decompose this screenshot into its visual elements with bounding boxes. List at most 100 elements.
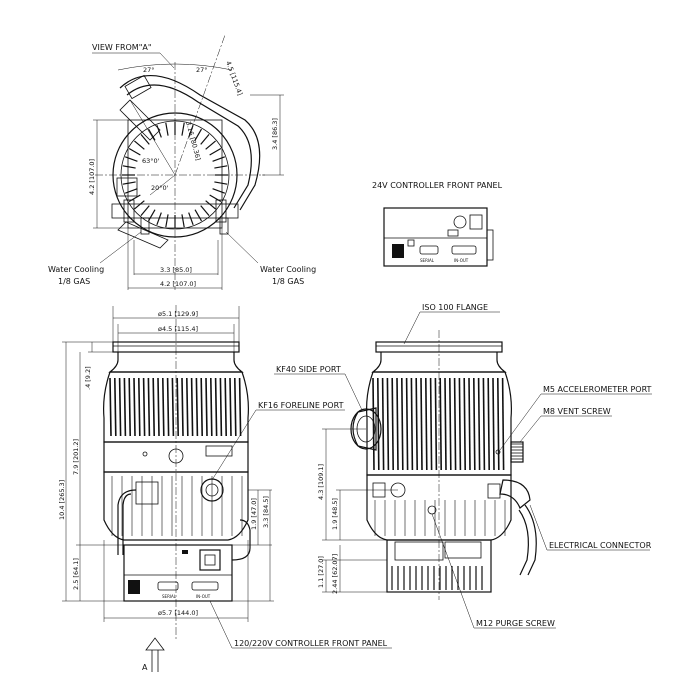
iso-flange-label: ISO 100 FLANGE [422,303,488,312]
top-fin [140,134,150,145]
top-fin [205,140,216,150]
dim-side-height-1: 4.3 [109.1] [317,464,325,500]
front-connector [135,481,159,505]
controller-220v-label: 120/220V CONTROLLER FRONT PANEL [234,639,388,648]
front-fin [234,377,237,437]
front-fin [142,377,146,437]
side-controller-ribs [391,566,483,590]
side-fin [425,377,428,471]
angle-27-left: 27° [143,66,155,74]
controller-24v-knob [453,215,467,229]
dim-top-width-outer: 4.2 [107.0] [160,280,196,288]
top-fin [124,188,138,194]
electrical-connector-label: ELECTRICAL CONNECTOR [549,541,652,550]
top-right-fitting [215,199,227,223]
top-fin [200,134,210,145]
front-fin [138,377,141,437]
side-fins [372,377,505,471]
front-fin [210,377,213,437]
water-cooling-left-1: Water Cooling [48,265,104,274]
front-fin [238,377,242,437]
top-fin [181,122,185,136]
top-angled-connector [119,99,161,141]
top-fin [194,209,203,222]
front-fin [162,377,165,437]
side-fin [444,377,447,471]
m8-leader [519,415,542,443]
front-fin [224,377,227,437]
controller-24v-inout [451,245,477,255]
front-fin [181,377,184,437]
front-screw-1 [142,451,148,457]
top-fin [188,124,194,138]
front-fin [133,377,136,437]
dim-front-base-height: 2.5 [64.1] [72,558,80,590]
front-fin [118,377,122,437]
front-fin [190,377,194,437]
front-controller-inout-label: IN-OUT [196,594,211,599]
side-fin [405,377,409,471]
side-fin [410,377,414,471]
top-fin [134,200,145,210]
angle-27-right: 27° [196,66,208,74]
side-fin [391,377,394,471]
top-fin [156,212,162,226]
water-leader-left [99,231,142,264]
front-fin [186,377,189,437]
top-fin [147,128,156,141]
side-fin [434,377,438,471]
front-controller-power [128,580,140,594]
front-fin [200,377,203,437]
top-fins [122,122,228,228]
side-fin [492,377,495,471]
top-angle-arc [117,63,233,71]
view-label-leader [159,52,175,69]
controller-24v-inout-label: IN-OUT [454,258,469,263]
top-cable-plug [124,74,152,100]
kf16-leader [211,409,257,481]
dim-side-height-2: 1.9 [48.5] [331,498,339,530]
front-controller-serial [157,581,179,591]
top-fin [124,156,138,162]
water-leader-right [225,231,259,264]
top-fin [188,212,194,226]
top-fin [128,147,141,156]
side-fin [477,377,481,471]
dim-front-dia-inner: ø4.5 [115.4] [158,325,198,333]
side-fin [439,377,442,471]
front-fin [219,377,223,437]
controller-24v-label: 24V CONTROLLER FRONT PANEL [372,181,503,190]
top-bottom-cable [117,221,169,249]
front-view: SERIAL IN-OUT ø5.1 [129.9] ø4.5 [115.4] … [58,305,392,672]
controller-24v: 24V CONTROLLER FRONT PANEL SERIAL IN-OUT [372,181,503,267]
dim-front-dia-bottom: ø5.7 [144.0] [158,609,198,617]
controller-24v-serial-label: SERIAL [420,258,435,263]
side-fin [473,377,476,471]
side-fin [458,377,462,471]
kf40-leader [344,373,363,411]
side-cable-2 [518,509,529,576]
top-fin [140,205,150,216]
elec-leader [529,504,548,551]
side-label-plate-2 [444,541,482,559]
kf16-foreline-label: KF16 FORELINE PORT [258,401,344,410]
iso-leader [403,311,421,345]
side-accel-port [495,449,501,455]
front-fin [171,377,175,437]
side-fin [396,377,399,471]
side-fin [401,377,404,471]
top-fin [214,181,228,185]
front-fin [176,377,179,437]
front-fin [157,377,160,437]
side-fin [463,377,466,471]
view-from-a-label: VIEW FROM"A" [92,43,152,52]
dim-front-dia-outer: ø5.1 [129.9] [158,310,198,318]
side-fin [482,377,486,471]
top-fin [122,165,136,169]
water-cooling-right-1: Water Cooling [260,265,316,274]
front-fin [123,377,127,437]
a-arrow-head [145,637,165,651]
front-fin [214,377,218,437]
